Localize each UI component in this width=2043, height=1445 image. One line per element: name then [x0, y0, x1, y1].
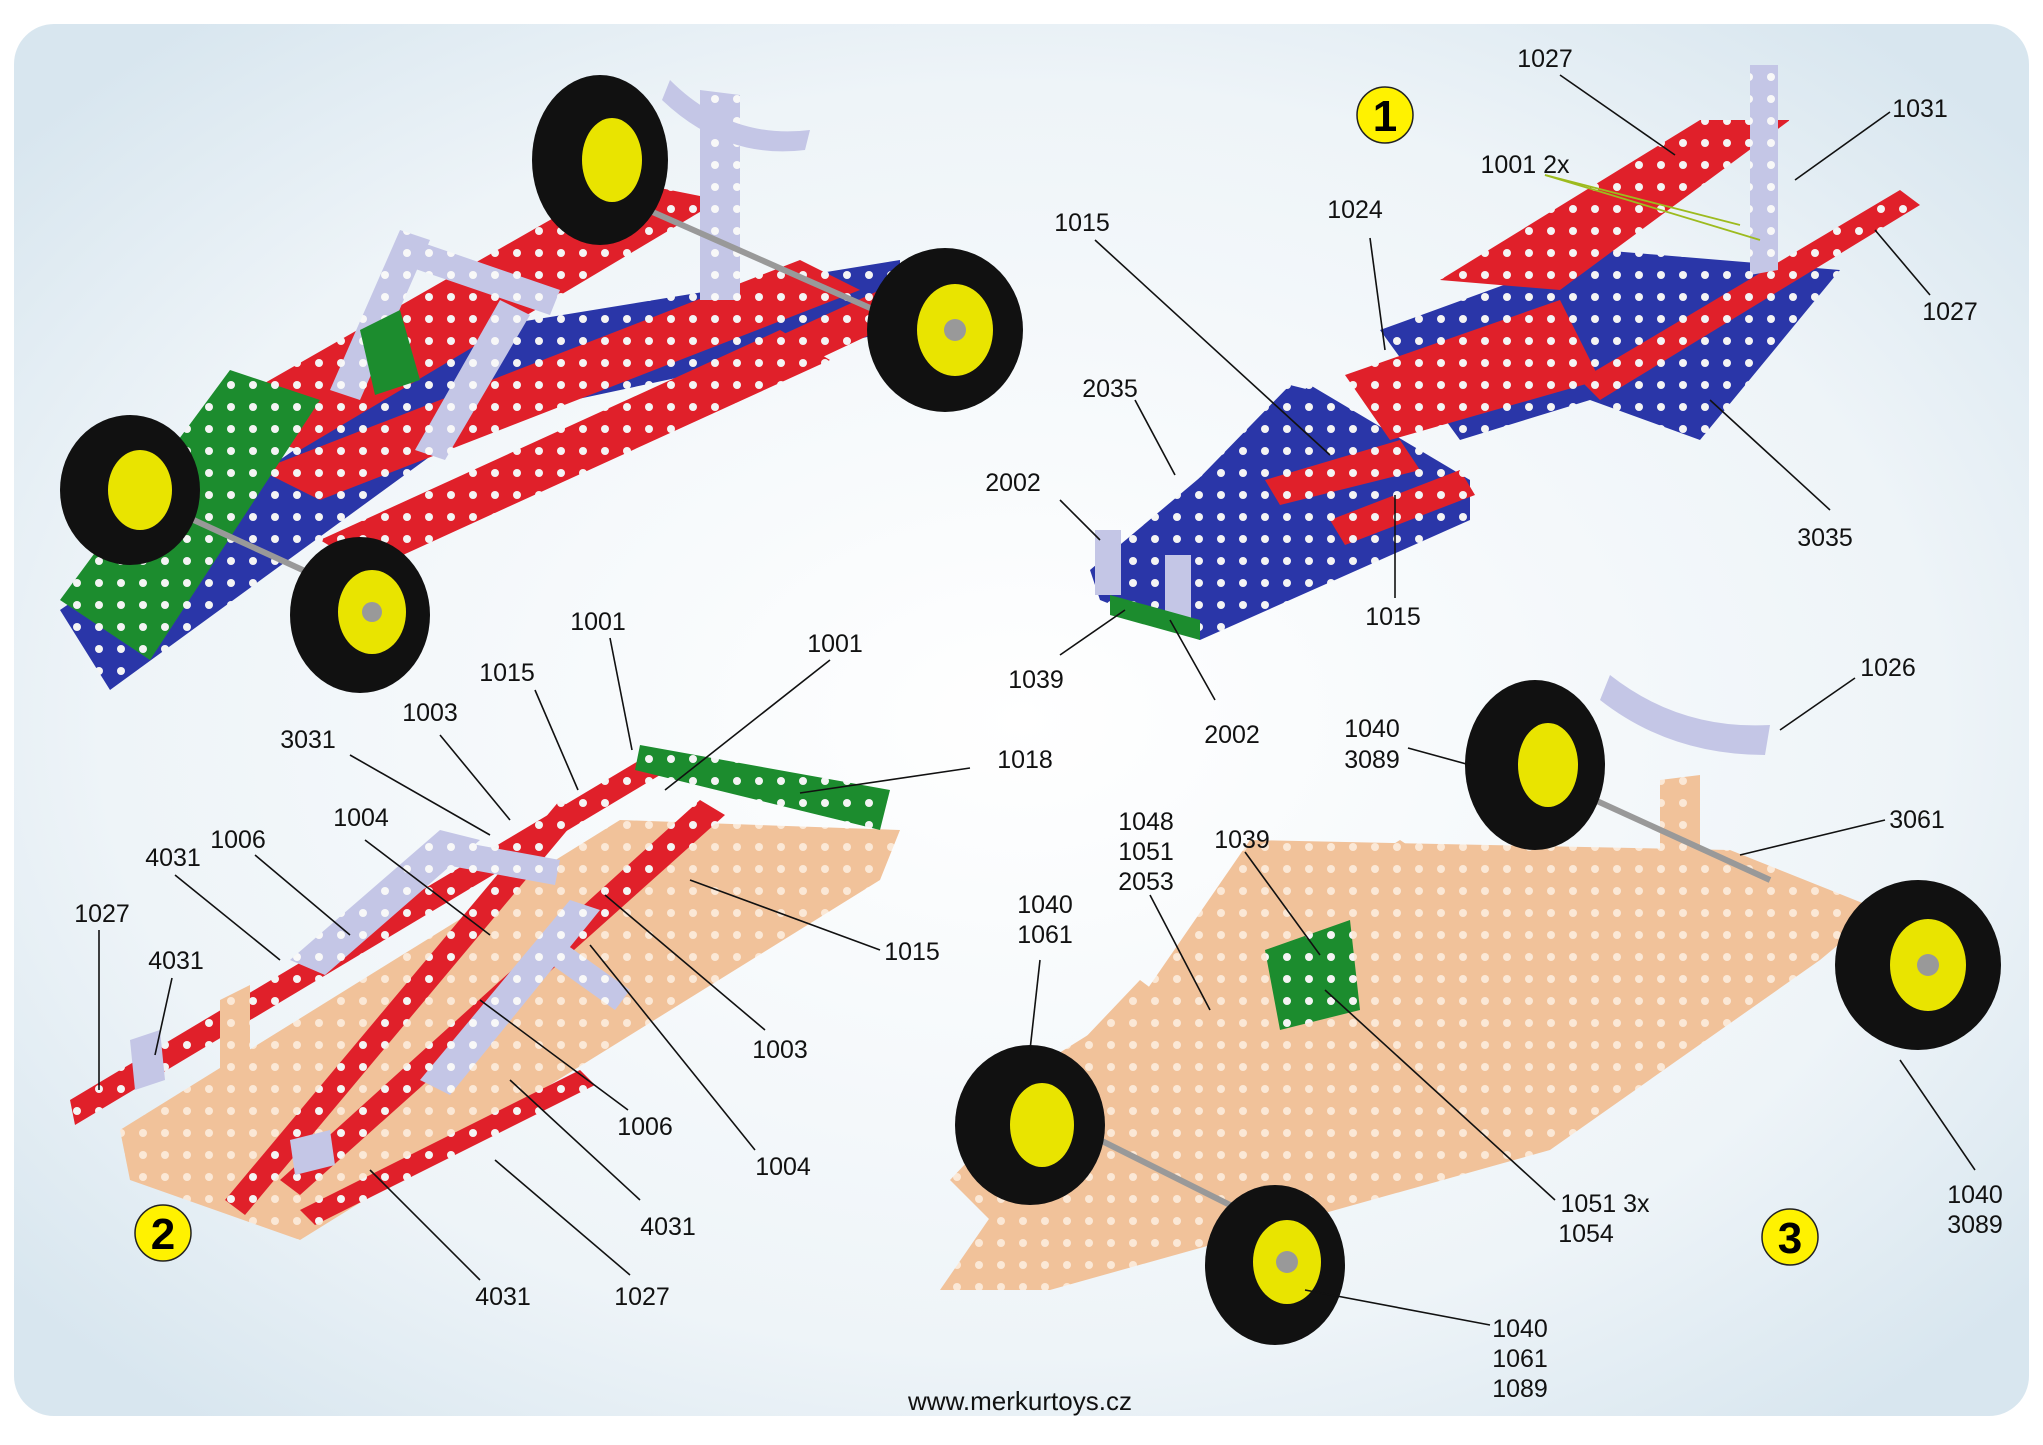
wheel [1205, 1185, 1345, 1345]
part-label: 1015 [1054, 209, 1110, 237]
part-label: 1048 [1118, 808, 1174, 836]
part-label: 4031 [475, 1283, 531, 1311]
wheel [532, 75, 668, 245]
part-label: 1051 [1118, 838, 1174, 866]
part-label: 1001 [807, 630, 863, 658]
part-label: 3031 [280, 726, 336, 754]
part-label: 1054 [1558, 1220, 1614, 1248]
part-label: 1026 [1860, 654, 1916, 682]
wheel [1835, 880, 2001, 1050]
part-label: 1015 [479, 659, 535, 687]
part-label: 1027 [1922, 298, 1978, 326]
part-label: 2035 [1082, 375, 1138, 403]
part-label: 2002 [1204, 721, 1260, 749]
step-3-model [940, 675, 2001, 1345]
step-badge: 1 [1356, 86, 1414, 144]
wheel [60, 415, 200, 565]
part-label: 1027 [74, 900, 130, 928]
part-label: 1015 [1365, 603, 1421, 631]
part-label: 1006 [617, 1113, 673, 1141]
step-1-number: 1 [1373, 92, 1397, 141]
part-label: 1006 [210, 826, 266, 854]
model-complete [60, 75, 1023, 693]
part-label: 1040 [1947, 1181, 2003, 1209]
part-label: 1040 [1017, 891, 1073, 919]
part-label: 4031 [145, 844, 201, 872]
part-label: 1089 [1492, 1375, 1548, 1403]
part-label: 1027 [1517, 45, 1573, 73]
step-badge: 2 [134, 1204, 192, 1262]
part-label: 1051 3x [1561, 1190, 1650, 1218]
part-label: 3035 [1797, 524, 1853, 552]
step-3-number: 3 [1778, 1214, 1802, 1263]
part-label: 3089 [1344, 746, 1400, 774]
wheel [290, 537, 430, 693]
part-label: 1024 [1327, 196, 1383, 224]
part-label: 1031 [1892, 95, 1948, 123]
part-label: 1039 [1008, 666, 1064, 694]
part-label: 4031 [640, 1213, 696, 1241]
part-label: 4031 [148, 947, 204, 975]
part-label: 1003 [752, 1036, 808, 1064]
part-label: 1004 [333, 804, 389, 832]
part-label: 3089 [1947, 1211, 2003, 1239]
part-label: 3061 [1889, 806, 1945, 834]
part-label: 1040 [1492, 1315, 1548, 1343]
part-label: 1004 [755, 1153, 811, 1181]
step-badge: 3 [1761, 1208, 1819, 1266]
part-label: 1027 [614, 1283, 670, 1311]
part-label: 1039 [1214, 826, 1270, 854]
part-label: 1018 [997, 746, 1053, 774]
part-label: 2002 [985, 469, 1041, 497]
wheel [1465, 680, 1605, 850]
part-label: 1015 [884, 938, 940, 966]
footer-url[interactable]: www.merkurtoys.cz [907, 1386, 1132, 1416]
step-2-model [70, 745, 900, 1240]
wheel [867, 248, 1023, 412]
part-label: 1001 2x [1481, 151, 1570, 179]
part-label: 1040 [1344, 715, 1400, 743]
part-label: 1003 [402, 699, 458, 727]
step-1-model [1090, 65, 1920, 640]
wheel [955, 1045, 1105, 1205]
part-label: 2053 [1118, 868, 1174, 896]
part-label: 1061 [1492, 1345, 1548, 1373]
step-2-number: 2 [151, 1210, 175, 1259]
part-label: 1061 [1017, 921, 1073, 949]
part-label: 1001 [570, 608, 626, 636]
